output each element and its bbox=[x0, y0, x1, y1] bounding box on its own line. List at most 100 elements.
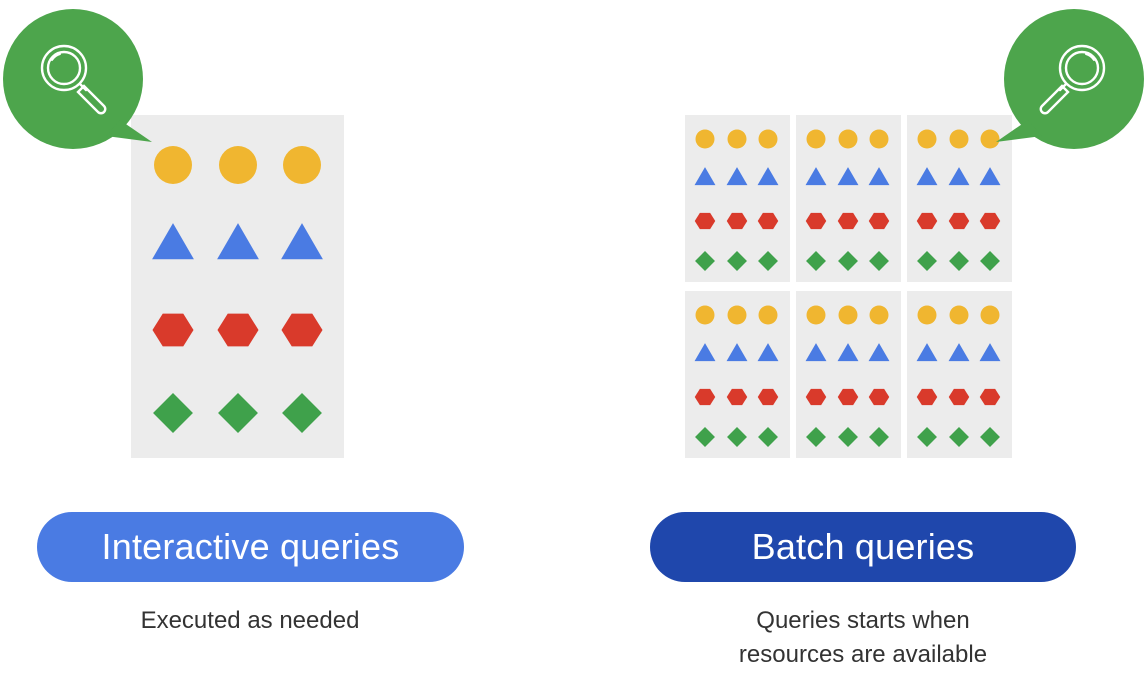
hexagon-shape bbox=[217, 313, 259, 347]
interactive-queries-label: Interactive queries bbox=[37, 512, 464, 582]
hexagon-shape bbox=[152, 313, 194, 347]
triangle-shape bbox=[948, 343, 970, 362]
diamond-shape bbox=[727, 251, 747, 271]
triangle-shape bbox=[916, 343, 938, 362]
circle-shape bbox=[758, 305, 778, 325]
triangle-shape bbox=[948, 167, 970, 186]
diamond-shape bbox=[153, 393, 193, 433]
triangle-shape bbox=[916, 167, 938, 186]
triangle-shape bbox=[979, 343, 1001, 362]
hexagon-shape bbox=[805, 212, 827, 230]
hexagon-shape bbox=[726, 388, 748, 406]
diamond-shape bbox=[806, 427, 826, 447]
triangle-shape bbox=[805, 167, 827, 186]
diamond-shape bbox=[218, 393, 258, 433]
diamond-shape bbox=[695, 427, 715, 447]
circle-shape bbox=[838, 129, 858, 149]
right-search-bubble bbox=[994, 8, 1144, 158]
triangle-shape bbox=[868, 343, 890, 362]
circle-shape bbox=[758, 129, 778, 149]
circle-shape bbox=[980, 129, 1000, 149]
diamond-shape bbox=[949, 251, 969, 271]
batch-query-panel bbox=[685, 291, 790, 458]
hexagon-shape bbox=[694, 388, 716, 406]
batch-query-panel bbox=[907, 115, 1012, 282]
hexagon-shape bbox=[757, 388, 779, 406]
circle-shape bbox=[949, 305, 969, 325]
hexagon-shape bbox=[757, 212, 779, 230]
circle-shape bbox=[219, 146, 257, 184]
triangle-shape bbox=[694, 343, 716, 362]
diamond-shape bbox=[869, 251, 889, 271]
hexagon-shape bbox=[694, 212, 716, 230]
hexagon-shape bbox=[948, 388, 970, 406]
hexagon-shape bbox=[916, 212, 938, 230]
triangle-shape bbox=[979, 167, 1001, 186]
hexagon-shape bbox=[726, 212, 748, 230]
circle-shape bbox=[838, 305, 858, 325]
hexagon-shape bbox=[805, 388, 827, 406]
triangle-shape bbox=[757, 167, 779, 186]
circle-shape bbox=[917, 129, 937, 149]
circle-shape bbox=[869, 305, 889, 325]
triangle-shape bbox=[837, 343, 859, 362]
circle-shape bbox=[695, 305, 715, 325]
batch-query-panel bbox=[796, 291, 901, 458]
hexagon-shape bbox=[837, 212, 859, 230]
diamond-shape bbox=[949, 427, 969, 447]
diamond-shape bbox=[838, 251, 858, 271]
interactive-query-panel bbox=[131, 115, 344, 458]
diamond-shape bbox=[838, 427, 858, 447]
circle-shape bbox=[917, 305, 937, 325]
hexagon-shape bbox=[979, 388, 1001, 406]
triangle-shape bbox=[868, 167, 890, 186]
diamond-shape bbox=[758, 251, 778, 271]
batch-query-panel bbox=[907, 291, 1012, 458]
batch-query-panel bbox=[685, 115, 790, 282]
batch-query-panel bbox=[796, 115, 901, 282]
triangle-shape bbox=[805, 343, 827, 362]
circle-shape bbox=[806, 129, 826, 149]
batch-caption: Queries starts when resources are availa… bbox=[650, 604, 1076, 672]
triangle-shape bbox=[757, 343, 779, 362]
diamond-shape bbox=[980, 251, 1000, 271]
diamond-shape bbox=[917, 427, 937, 447]
circle-shape bbox=[283, 146, 321, 184]
triangle-shape bbox=[726, 167, 748, 186]
triangle-shape bbox=[837, 167, 859, 186]
batch-caption-line-1: Queries starts when bbox=[756, 607, 970, 634]
triangle-shape bbox=[152, 223, 194, 260]
hexagon-shape bbox=[837, 388, 859, 406]
circle-shape bbox=[869, 129, 889, 149]
hexagon-shape bbox=[916, 388, 938, 406]
hexagon-shape bbox=[868, 212, 890, 230]
hexagon-shape bbox=[979, 212, 1001, 230]
triangle-shape bbox=[281, 223, 323, 260]
circle-shape bbox=[980, 305, 1000, 325]
hexagon-shape bbox=[948, 212, 970, 230]
triangle-shape bbox=[726, 343, 748, 362]
interactive-caption: Executed as needed bbox=[140, 607, 360, 634]
hexagon-shape bbox=[868, 388, 890, 406]
diamond-shape bbox=[695, 251, 715, 271]
circle-shape bbox=[727, 305, 747, 325]
diamond-shape bbox=[806, 251, 826, 271]
diamond-shape bbox=[282, 393, 322, 433]
triangle-shape bbox=[217, 223, 259, 260]
circle-shape bbox=[695, 129, 715, 149]
circle-shape bbox=[806, 305, 826, 325]
circle-shape bbox=[949, 129, 969, 149]
hexagon-shape bbox=[281, 313, 323, 347]
diamond-shape bbox=[758, 427, 778, 447]
search-icon bbox=[40, 44, 107, 115]
circle-shape bbox=[154, 146, 192, 184]
batch-queries-label: Batch queries bbox=[650, 512, 1076, 582]
diamond-shape bbox=[869, 427, 889, 447]
triangle-shape bbox=[694, 167, 716, 186]
diamond-shape bbox=[917, 251, 937, 271]
search-icon bbox=[1039, 44, 1106, 115]
diamond-shape bbox=[980, 427, 1000, 447]
circle-shape bbox=[727, 129, 747, 149]
left-search-bubble bbox=[2, 8, 152, 158]
